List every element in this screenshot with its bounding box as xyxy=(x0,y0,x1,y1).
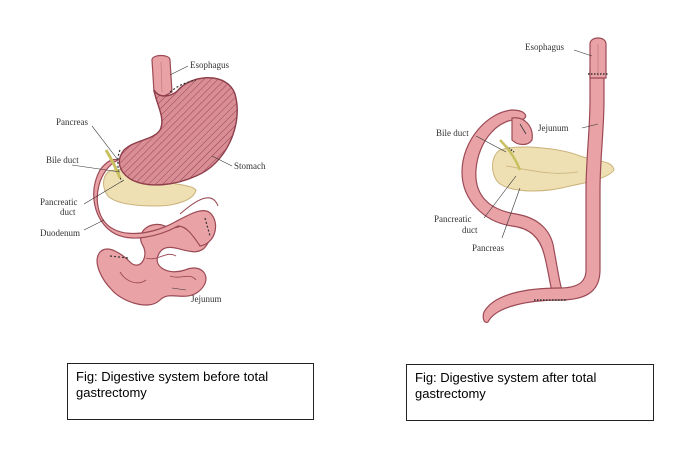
left-bile-duct xyxy=(104,149,122,179)
right-caption: Fig: Digestive system after total gastre… xyxy=(406,364,654,421)
left-jejunum-loops xyxy=(96,217,212,306)
right-pancreatic-duct-label-1: Pancreatic xyxy=(434,214,471,224)
left-stomach-label: Stomach xyxy=(234,161,266,171)
right-bile-duct xyxy=(499,139,522,171)
right-pancreas-label: Pancreas xyxy=(472,243,504,253)
left-jejunum-label: Jejunum xyxy=(191,294,222,304)
right-jejunum-label: Jejunum xyxy=(538,123,569,133)
left-bile-duct-label: Bile duct xyxy=(46,155,79,165)
left-duodenum-label: Duodenum xyxy=(40,228,80,238)
right-jejunum xyxy=(482,69,605,323)
left-esophagus-label: Esophagus xyxy=(190,60,229,70)
left-pancreas-label: Pancreas xyxy=(56,117,88,127)
left-stomach xyxy=(118,76,238,186)
right-duodenum-loop xyxy=(461,109,568,301)
left-pancreatic-duct-label-2: duct xyxy=(60,207,76,217)
right-figure: Esophagus Bile duct Jejunum Pancreatic d… xyxy=(434,37,615,323)
left-pancreatic-duct-label-1: Pancreatic xyxy=(40,197,77,207)
left-duodenum xyxy=(93,158,217,247)
left-caption: Fig: Digestive system before total gastr… xyxy=(67,363,314,420)
right-pancreatic-duct-label-2: duct xyxy=(462,225,478,235)
left-figure: Esophagus Pancreas Bile duct Stomach Pan… xyxy=(40,54,266,306)
right-bile-duct-label: Bile duct xyxy=(436,128,469,138)
right-esophagus-label: Esophagus xyxy=(525,42,564,52)
